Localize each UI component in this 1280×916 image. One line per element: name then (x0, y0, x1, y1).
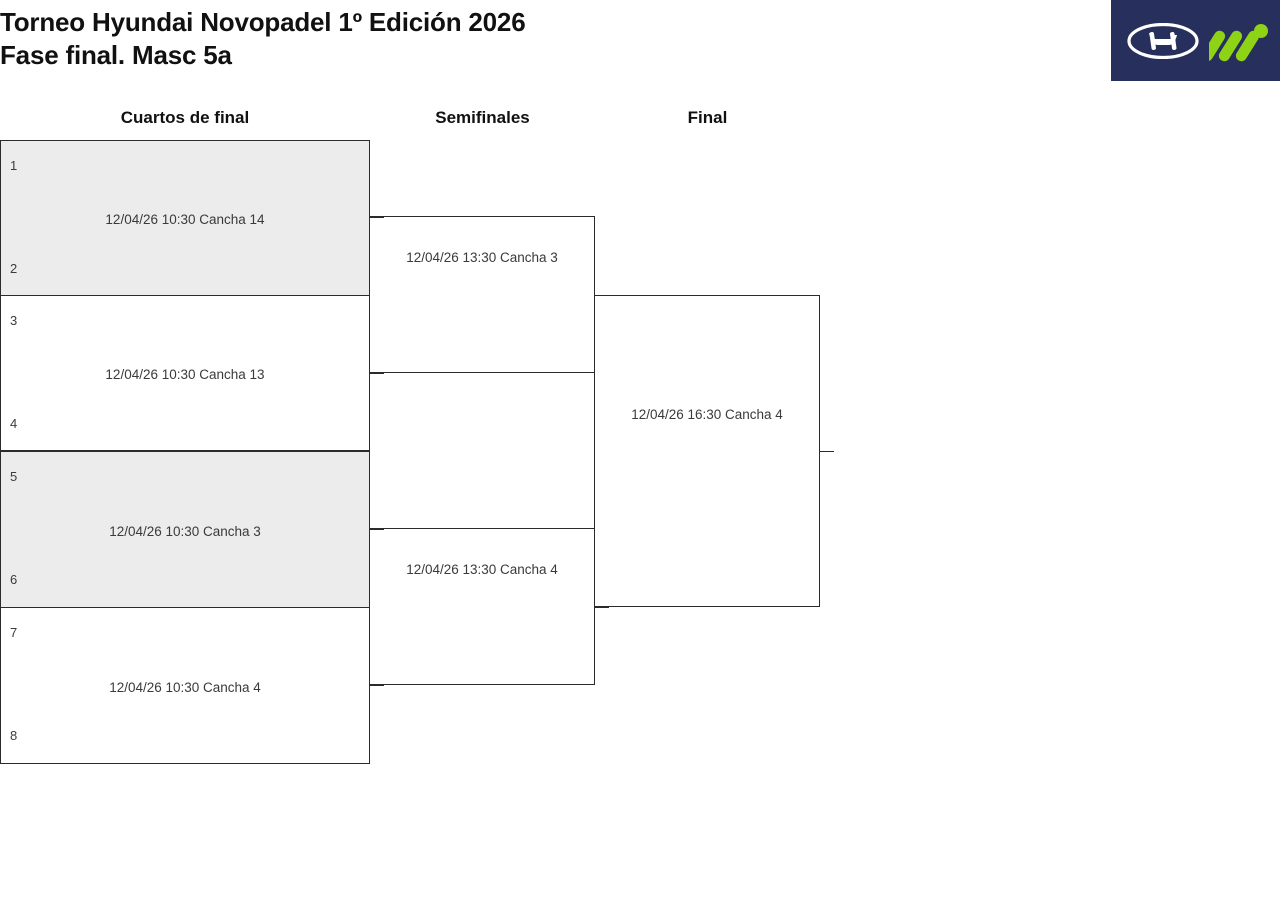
page-header: Torneo Hyundai Novopadel 1º Edición 2026… (0, 0, 1280, 82)
match-info: 12/04/26 13:30 Cancha 4 (406, 562, 558, 577)
match-box-qf4[interactable]: 7 12/04/26 10:30 Cancha 4 8 (0, 607, 370, 764)
match-info: 12/04/26 10:30 Cancha 14 (105, 212, 265, 227)
connector-sf2-final (595, 607, 609, 608)
match-info: 12/04/26 10:30 Cancha 13 (105, 367, 265, 382)
round-header-quarterfinals: Cuartos de final (120, 108, 250, 127)
match-box-sf2[interactable]: 12/04/26 13:30 Cancha 4 (369, 528, 595, 685)
seed-label-bottom: 4 (10, 416, 18, 431)
match-info: 12/04/26 16:30 Cancha 4 (631, 407, 783, 422)
connector-final-winner (820, 451, 834, 452)
logo-artwork (1111, 0, 1280, 81)
page-title: Torneo Hyundai Novopadel 1º Edición 2026… (0, 6, 1000, 72)
seed-label-top: 3 (10, 313, 18, 328)
seed-label-top: 7 (10, 625, 18, 640)
round-header-final: Final (687, 108, 728, 127)
match-box-sf1[interactable]: 12/04/26 13:30 Cancha 3 (369, 216, 595, 373)
match-box-qf2[interactable]: 3 12/04/26 10:30 Cancha 13 4 (0, 295, 370, 451)
connector-sf1-final (595, 295, 609, 296)
tournament-title: Torneo Hyundai Novopadel 1º Edición 2026 (0, 7, 526, 37)
connector-qf2-sf1 (370, 373, 384, 374)
match-box-qf3[interactable]: 5 12/04/26 10:30 Cancha 3 6 (0, 451, 370, 608)
seed-label-bottom: 2 (10, 261, 18, 276)
tournament-subtitle: Fase final. Masc 5a (0, 40, 232, 70)
seed-label-bottom: 6 (10, 572, 18, 587)
match-box-final[interactable]: 12/04/26 16:30 Cancha 4 (594, 295, 820, 607)
seed-label-top: 5 (10, 469, 18, 484)
match-info: 12/04/26 10:30 Cancha 4 (109, 680, 261, 695)
connector-qf3-sf2 (370, 529, 384, 530)
connector-qf4-sf2 (370, 685, 384, 686)
seed-label-top: 1 (10, 158, 18, 173)
novopadel-mark-icon (1209, 24, 1268, 62)
seed-label-bottom: 8 (10, 728, 18, 743)
connector-qf1-sf1 (370, 217, 384, 218)
match-box-qf1[interactable]: 1 12/04/26 10:30 Cancha 14 2 (0, 140, 370, 296)
round-header-semifinals: Semifinales (435, 108, 530, 127)
sponsor-logo (1111, 0, 1280, 81)
match-info: 12/04/26 10:30 Cancha 3 (109, 524, 261, 539)
hyundai-logo-icon (1127, 23, 1199, 59)
match-info: 12/04/26 13:30 Cancha 3 (406, 250, 558, 265)
